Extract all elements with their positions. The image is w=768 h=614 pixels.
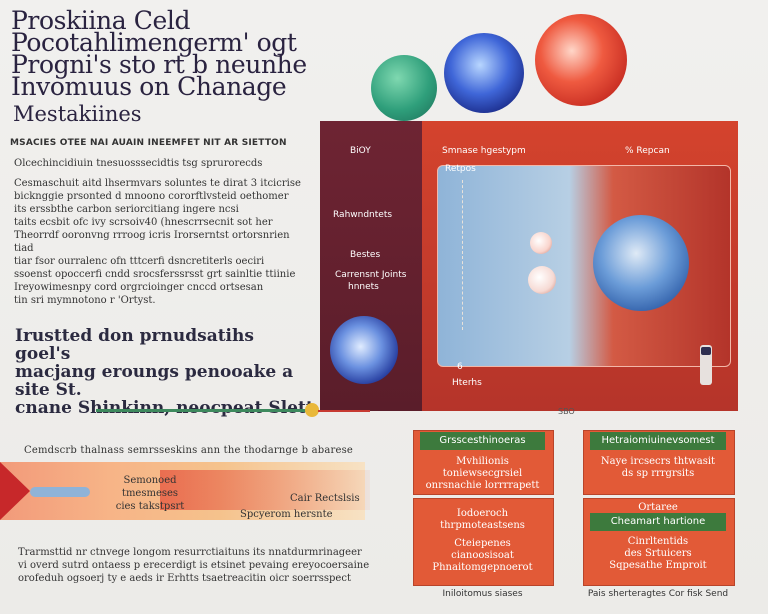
box-top-right-label: % Repcan <box>625 146 670 156</box>
blue-capsule-icon <box>30 487 90 497</box>
card-line: Sqpesathe Emproit <box>609 560 707 571</box>
para-line: its erssbthe carbon seriorcitiang ingere… <box>14 204 239 215</box>
grid-card-text: Cinrltentids des Srtuicers Sqpesathe Emp… <box>585 536 731 572</box>
card-line: Cinrltentids <box>627 536 689 547</box>
banner-streak <box>160 470 370 510</box>
card-line: cianoosisoat <box>451 550 514 561</box>
footer-code: SBO <box>558 407 575 416</box>
para-line: bicknggie prsonted d mnoono cororftlvste… <box>14 191 289 202</box>
box-sub-label: Retpos <box>445 164 476 174</box>
title-line-4: Invomuus on Chanage <box>11 72 287 101</box>
divider-dot <box>305 403 319 417</box>
grid-card-head: Cheamart hartione <box>590 513 726 531</box>
para-line: Theorrdf ooronvng rrroog icris Irorsernt… <box>14 230 290 254</box>
grid-card-text: Mvhilionis toniewsecgrsiel onrsnachie lo… <box>415 456 550 492</box>
small-sphere-1 <box>530 232 552 254</box>
tube-cap <box>701 347 711 355</box>
box-left-top-label: BiOY <box>350 146 371 156</box>
page-subtitle: Mestakiines <box>13 102 142 126</box>
bottom-para-line: vi overd sutrd ontaess p erecerdigt is e… <box>18 560 370 571</box>
title-line-2: Pocotahlimengerm' ogt <box>11 28 297 57</box>
blue-cell-icon <box>330 316 398 384</box>
card-line: Cteiepenes <box>454 538 511 549</box>
banner-line-3: cies takstpsrt <box>115 501 185 512</box>
para-line: Cesmaschuit aitd lhsermvars soluntes te … <box>14 178 301 189</box>
card-line: thrpmoteastsens <box>440 520 525 531</box>
divider-red-line <box>318 410 370 412</box>
bottom-para-line: orofeduh ogsoerj ty e aeds ir Erhtts tsa… <box>18 573 351 584</box>
card-caption-left: Iniloitomus siases <box>442 589 523 599</box>
title-line-1: Proskiina Celd <box>11 6 191 35</box>
banner-line-2: tmesmeses <box>121 488 179 499</box>
description-paragraph: Olcechincidiuin tnesuosssecidtis tsg spr… <box>14 157 304 307</box>
banner-right-bottom: Spcyerom hersnte <box>240 509 333 520</box>
box-top-left-label: Smnase hgestypm <box>442 146 526 156</box>
section-heading: MSACIES OTEE NAI AUAIN INEEMFET NIT AR S… <box>10 138 287 148</box>
red-cell-orb <box>535 14 627 106</box>
bottom-para-line: Trarmsttid nr ctnvege longom resurrctiai… <box>18 547 362 558</box>
vertical-guide-line <box>462 180 463 330</box>
para-line: tiar fsor ourralenc ofn tttcerfi dsncret… <box>14 256 265 267</box>
para-line: ssoenst opoccerfi cndd srocsferssrsst gr… <box>14 269 296 280</box>
mid-line-3: cnane Shinkinn, neocpeat Slett <box>15 398 314 418</box>
bottom-left-heading: Cemdscrb thalnass semrsseskins ann the t… <box>24 445 354 456</box>
card-line: Naye ircsecrs thtwasit <box>600 456 716 467</box>
para-line: taits ecsbit ofc ivy scrsoiv40 (hnescrrs… <box>14 217 273 228</box>
box-bottom-num: 6 <box>457 362 463 372</box>
banner-right-top: Cair Rectslsis <box>290 493 360 504</box>
card-line: onrsnachie lorrrrapett <box>425 480 540 491</box>
box-left-mid-label: Rahwndntets <box>333 210 393 220</box>
para-line: Olcechincidiuin tnesuosssecidtis tsg spr… <box>14 158 263 169</box>
mid-line-1: Irustted don prnudsatihs goel's <box>15 326 254 364</box>
mid-line-2: macjang eroungs penooake a site St. <box>15 362 294 400</box>
card-line: ds sp rrrgrsits <box>621 468 695 479</box>
page-title: Proskiina Celd Pocotahlimengerm' ogt Pro… <box>11 6 351 101</box>
title-line-3: Progni's sto rt b neunhe <box>11 50 307 79</box>
grid-card <box>413 498 554 586</box>
box-left-small-2: Carrensnt Joints <box>335 270 407 280</box>
card-line: Phnaitomgepnoerot <box>432 562 533 573</box>
large-blue-sphere <box>593 215 689 311</box>
box-left-small-3: hnnets <box>348 282 379 292</box>
card-line: Ortaree <box>638 502 678 513</box>
grid-card-text: Iodoeroch thrpmoteastsens Cteiepenes cia… <box>415 508 550 574</box>
grid-card <box>583 498 735 586</box>
card-line: Mvhilionis toniewsecgrsiel <box>442 456 523 479</box>
para-line: tin sri mymnotono r 'Ortyst. <box>14 295 156 306</box>
banner-arrow-icon <box>0 462 30 520</box>
bottom-left-paragraph: Trarmsttid nr ctnvege longom resurrctiai… <box>18 546 378 585</box>
para-line: Ireyowimesnpy cord orgrcioinger cnccd or… <box>14 282 264 293</box>
grid-card-text: Naye ircsecrs thtwasit ds sp rrrgrsits <box>585 456 731 480</box>
mid-statement: Irustted don prnudsatihs goel's macjang … <box>15 327 315 417</box>
divider-line <box>96 409 310 412</box>
grid-card-head: Hetraiomiuinevsomest <box>590 432 726 450</box>
card-line: des Srtuicers <box>624 548 692 559</box>
grid-card-head: Grsscesthinoeras <box>420 432 545 450</box>
banner-text: Semonoed tmesmeses cies takstpsrt <box>95 474 205 513</box>
box-bottom-label: Hterhs <box>452 378 482 388</box>
blue-cell-orb <box>444 33 524 113</box>
small-sphere-2 <box>528 266 556 294</box>
card-line: Iodoeroch <box>456 508 509 519</box>
banner-line-1: Semonoed <box>123 475 177 486</box>
green-cell-orb <box>371 55 437 121</box>
tube-marker <box>700 345 712 385</box>
box-left-small-1: Bestes <box>350 250 381 260</box>
card-caption-right: Pais sherteragtes Cor fisk Send <box>587 589 729 599</box>
